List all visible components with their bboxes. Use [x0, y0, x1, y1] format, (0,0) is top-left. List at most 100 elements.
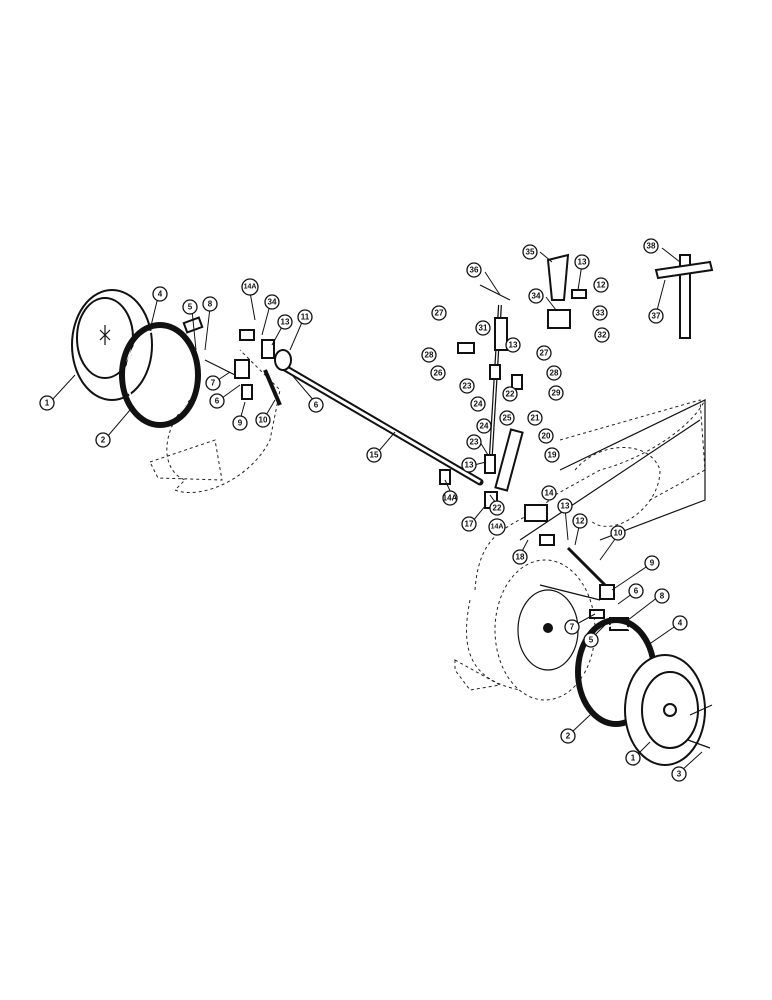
svg-text:24: 24 [474, 400, 483, 409]
svg-text:32: 32 [598, 331, 607, 340]
callout-34-top: 34 [528, 288, 544, 304]
svg-text:27: 27 [540, 349, 549, 358]
callout-5-right: 5 [583, 632, 599, 648]
cross-shaft [281, 364, 484, 486]
svg-text:4: 4 [678, 619, 683, 628]
callout-13-left: 13 [277, 314, 293, 330]
callout-31: 31 [475, 320, 491, 336]
callout-12-right: 12 [572, 513, 588, 529]
callout-7-left: 7 [205, 375, 221, 391]
callout-15: 15 [366, 447, 382, 463]
left-brake-drum [71, 289, 153, 401]
callout-8-right: 8 [654, 588, 670, 604]
right-housing-outline [454, 399, 706, 691]
svg-text:13: 13 [561, 502, 570, 511]
svg-text:27: 27 [435, 309, 444, 318]
svg-text:38: 38 [647, 242, 656, 251]
callout-4-left: 4 [152, 286, 168, 302]
svg-text:1: 1 [631, 754, 636, 763]
svg-text:14A: 14A [491, 524, 504, 531]
callout-3: 3 [671, 766, 687, 782]
bracket [654, 254, 714, 339]
svg-text:5: 5 [188, 303, 193, 312]
svg-text:9: 9 [650, 559, 655, 568]
svg-text:2: 2 [566, 732, 571, 741]
svg-text:23: 23 [470, 438, 479, 447]
svg-text:36: 36 [470, 266, 479, 275]
svg-text:8: 8 [208, 300, 213, 309]
svg-text:22: 22 [493, 504, 502, 513]
callout-4-right: 4 [672, 615, 688, 631]
callout-2-left: 2 [95, 432, 111, 448]
svg-text:28: 28 [550, 369, 559, 378]
callout-14a-center: 14A [488, 518, 506, 536]
callout-20: 20 [538, 428, 554, 444]
callout-38: 38 [643, 238, 659, 254]
callout-27-right: 27 [536, 345, 552, 361]
svg-text:34: 34 [532, 292, 541, 301]
svg-text:15: 15 [370, 451, 379, 460]
callout-32: 32 [594, 327, 610, 343]
callout-9-right: 9 [644, 555, 660, 571]
callout-24-upper: 24 [470, 396, 486, 412]
svg-text:5: 5 [589, 636, 594, 645]
svg-text:1: 1 [45, 399, 50, 408]
svg-text:37: 37 [652, 312, 661, 321]
callout-11-left: 11 [297, 309, 313, 325]
svg-text:28: 28 [425, 351, 434, 360]
callout-22-lower: 22 [489, 500, 505, 516]
callout-33: 33 [592, 305, 608, 321]
left-brake-band [119, 322, 201, 428]
callout-34-left: 34 [264, 294, 280, 310]
svg-text:14: 14 [545, 489, 554, 498]
callout-29: 29 [548, 385, 564, 401]
callout-19: 19 [544, 447, 560, 463]
svg-text:6: 6 [634, 587, 639, 596]
svg-text:13: 13 [465, 461, 474, 470]
svg-text:14A: 14A [244, 284, 257, 291]
callout-16: 14A [442, 490, 458, 506]
callout-13-right: 13 [557, 498, 573, 514]
svg-text:10: 10 [614, 529, 623, 538]
callout-13-mid: 13 [505, 337, 521, 353]
right-linkage [539, 546, 629, 631]
svg-text:34: 34 [268, 298, 277, 307]
callout-35: 35 [522, 244, 538, 260]
svg-text:29: 29 [552, 389, 561, 398]
callout-2-right: 2 [560, 728, 576, 744]
callout-23-upper: 23 [459, 378, 475, 394]
svg-text:9: 9 [238, 419, 243, 428]
svg-text:7: 7 [570, 623, 575, 632]
callout-8-left: 8 [202, 296, 218, 312]
callout-21: 21 [527, 410, 543, 426]
svg-text:13: 13 [578, 258, 587, 267]
svg-text:20: 20 [542, 432, 551, 441]
callout-9-left: 9 [232, 415, 248, 431]
callout-17: 17 [461, 516, 477, 532]
callout-7-right: 7 [564, 619, 580, 635]
svg-text:13: 13 [281, 318, 290, 327]
callout-26: 26 [430, 365, 446, 381]
gear-housing [494, 399, 706, 701]
callout-36: 36 [466, 262, 482, 278]
callout-6-right: 6 [628, 583, 644, 599]
svg-text:10: 10 [259, 416, 268, 425]
left-linkage [182, 316, 292, 406]
svg-text:18: 18 [516, 553, 525, 562]
svg-text:17: 17 [465, 520, 474, 529]
callout-13-top: 13 [574, 254, 590, 270]
svg-text:35: 35 [526, 248, 535, 257]
left-housing-outline [149, 349, 281, 494]
callout-10-right: 10 [610, 525, 626, 541]
callout-37: 37 [648, 308, 664, 324]
svg-text:7: 7 [211, 379, 216, 388]
svg-text:24: 24 [480, 422, 489, 431]
svg-text:22: 22 [506, 390, 515, 399]
svg-text:31: 31 [479, 324, 488, 333]
callout-25: 25 [499, 410, 515, 426]
right-brake-drum [624, 654, 713, 766]
svg-text:3: 3 [677, 770, 682, 779]
callout-6-left-b: 6 [308, 397, 324, 413]
svg-text:25: 25 [503, 414, 512, 423]
